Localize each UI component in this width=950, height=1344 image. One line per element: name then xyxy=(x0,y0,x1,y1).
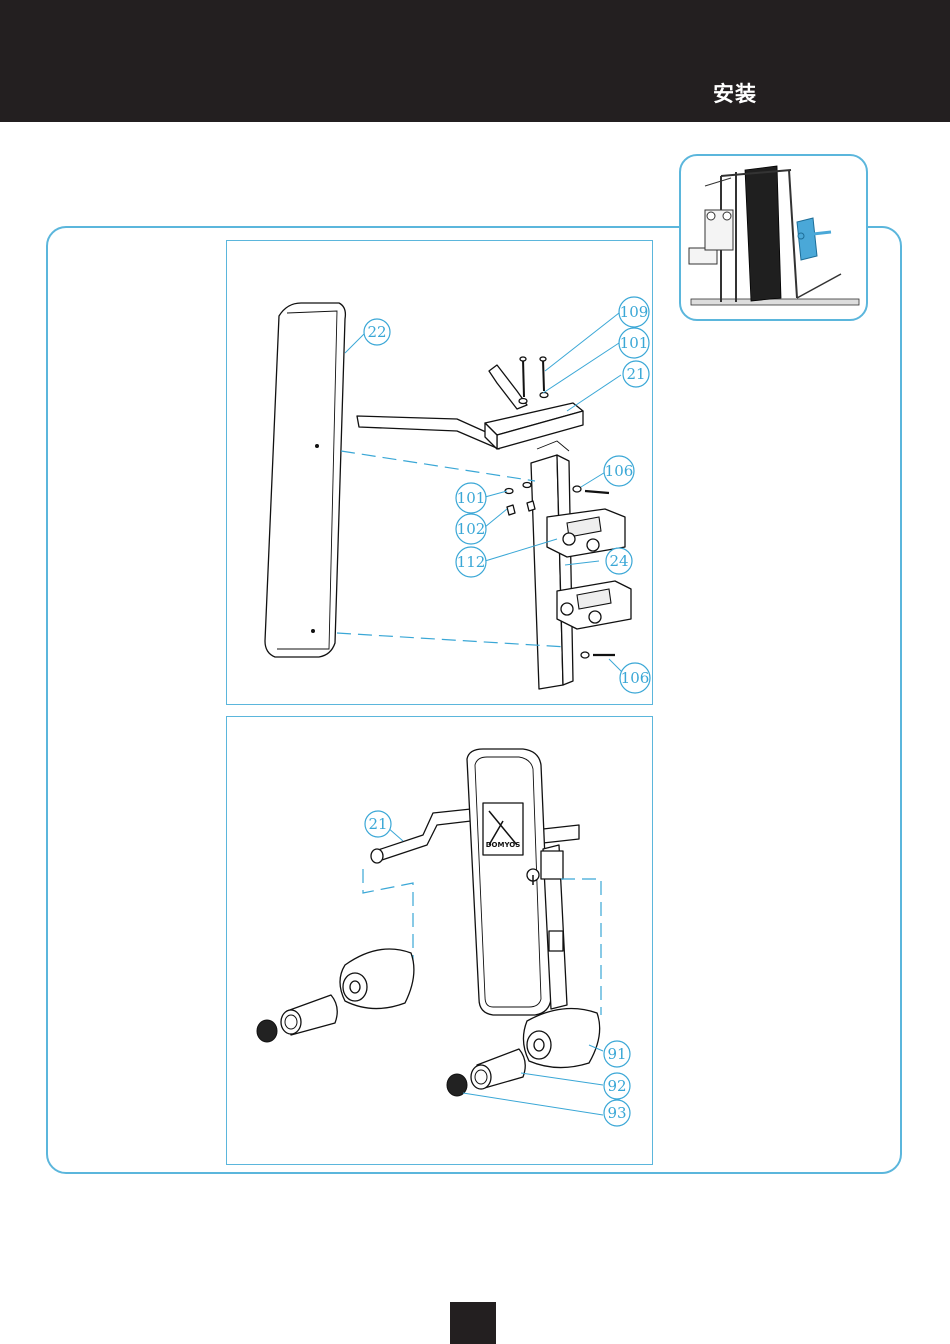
machine-overview-drawing xyxy=(681,156,868,321)
callout-21-step2: 21 xyxy=(365,811,391,837)
svg-text:21: 21 xyxy=(626,365,645,383)
svg-text:21: 21 xyxy=(368,815,387,833)
callout-112: 112 xyxy=(456,547,486,577)
callout-101-side: 101 xyxy=(456,483,486,513)
step-2-diagram: DOMYOS 21 91 92 93 xyxy=(226,716,653,1165)
callout-21: 21 xyxy=(623,361,649,387)
section-title: 安装 xyxy=(713,78,757,108)
machine-overview-thumbnail xyxy=(679,154,868,321)
callout-102: 102 xyxy=(456,514,486,544)
page-header: 安装 xyxy=(0,0,950,122)
callout-24: 24 xyxy=(606,548,632,574)
callout-106-top: 106 xyxy=(604,456,634,486)
svg-text:102: 102 xyxy=(457,520,486,538)
svg-text:93: 93 xyxy=(607,1104,626,1122)
callout-106-bottom: 106 xyxy=(620,663,650,693)
callout-91: 91 xyxy=(604,1041,630,1067)
svg-text:91: 91 xyxy=(607,1045,626,1063)
backrest-assembly-drawing: 22 109 101 21 106 101 102 112 24 106 xyxy=(227,241,654,706)
svg-text:92: 92 xyxy=(607,1077,626,1095)
svg-text:24: 24 xyxy=(609,552,628,570)
svg-text:112: 112 xyxy=(457,553,486,571)
svg-text:109: 109 xyxy=(620,303,649,321)
callout-109: 109 xyxy=(619,297,649,327)
logo-text: DOMYOS xyxy=(486,841,521,849)
svg-text:106: 106 xyxy=(621,669,650,687)
svg-text:101: 101 xyxy=(457,489,486,507)
callout-101-top: 101 xyxy=(619,328,649,358)
callout-22: 22 xyxy=(364,319,390,345)
step-1-diagram: 22 109 101 21 106 101 102 112 24 106 xyxy=(226,240,653,705)
svg-text:101: 101 xyxy=(620,334,649,352)
callout-93: 93 xyxy=(604,1100,630,1126)
page-number-tab xyxy=(450,1302,496,1344)
roller-assembly-drawing: DOMYOS 21 91 92 93 xyxy=(227,717,654,1166)
callout-92: 92 xyxy=(604,1073,630,1099)
svg-text:22: 22 xyxy=(367,323,386,341)
svg-text:106: 106 xyxy=(605,462,634,480)
